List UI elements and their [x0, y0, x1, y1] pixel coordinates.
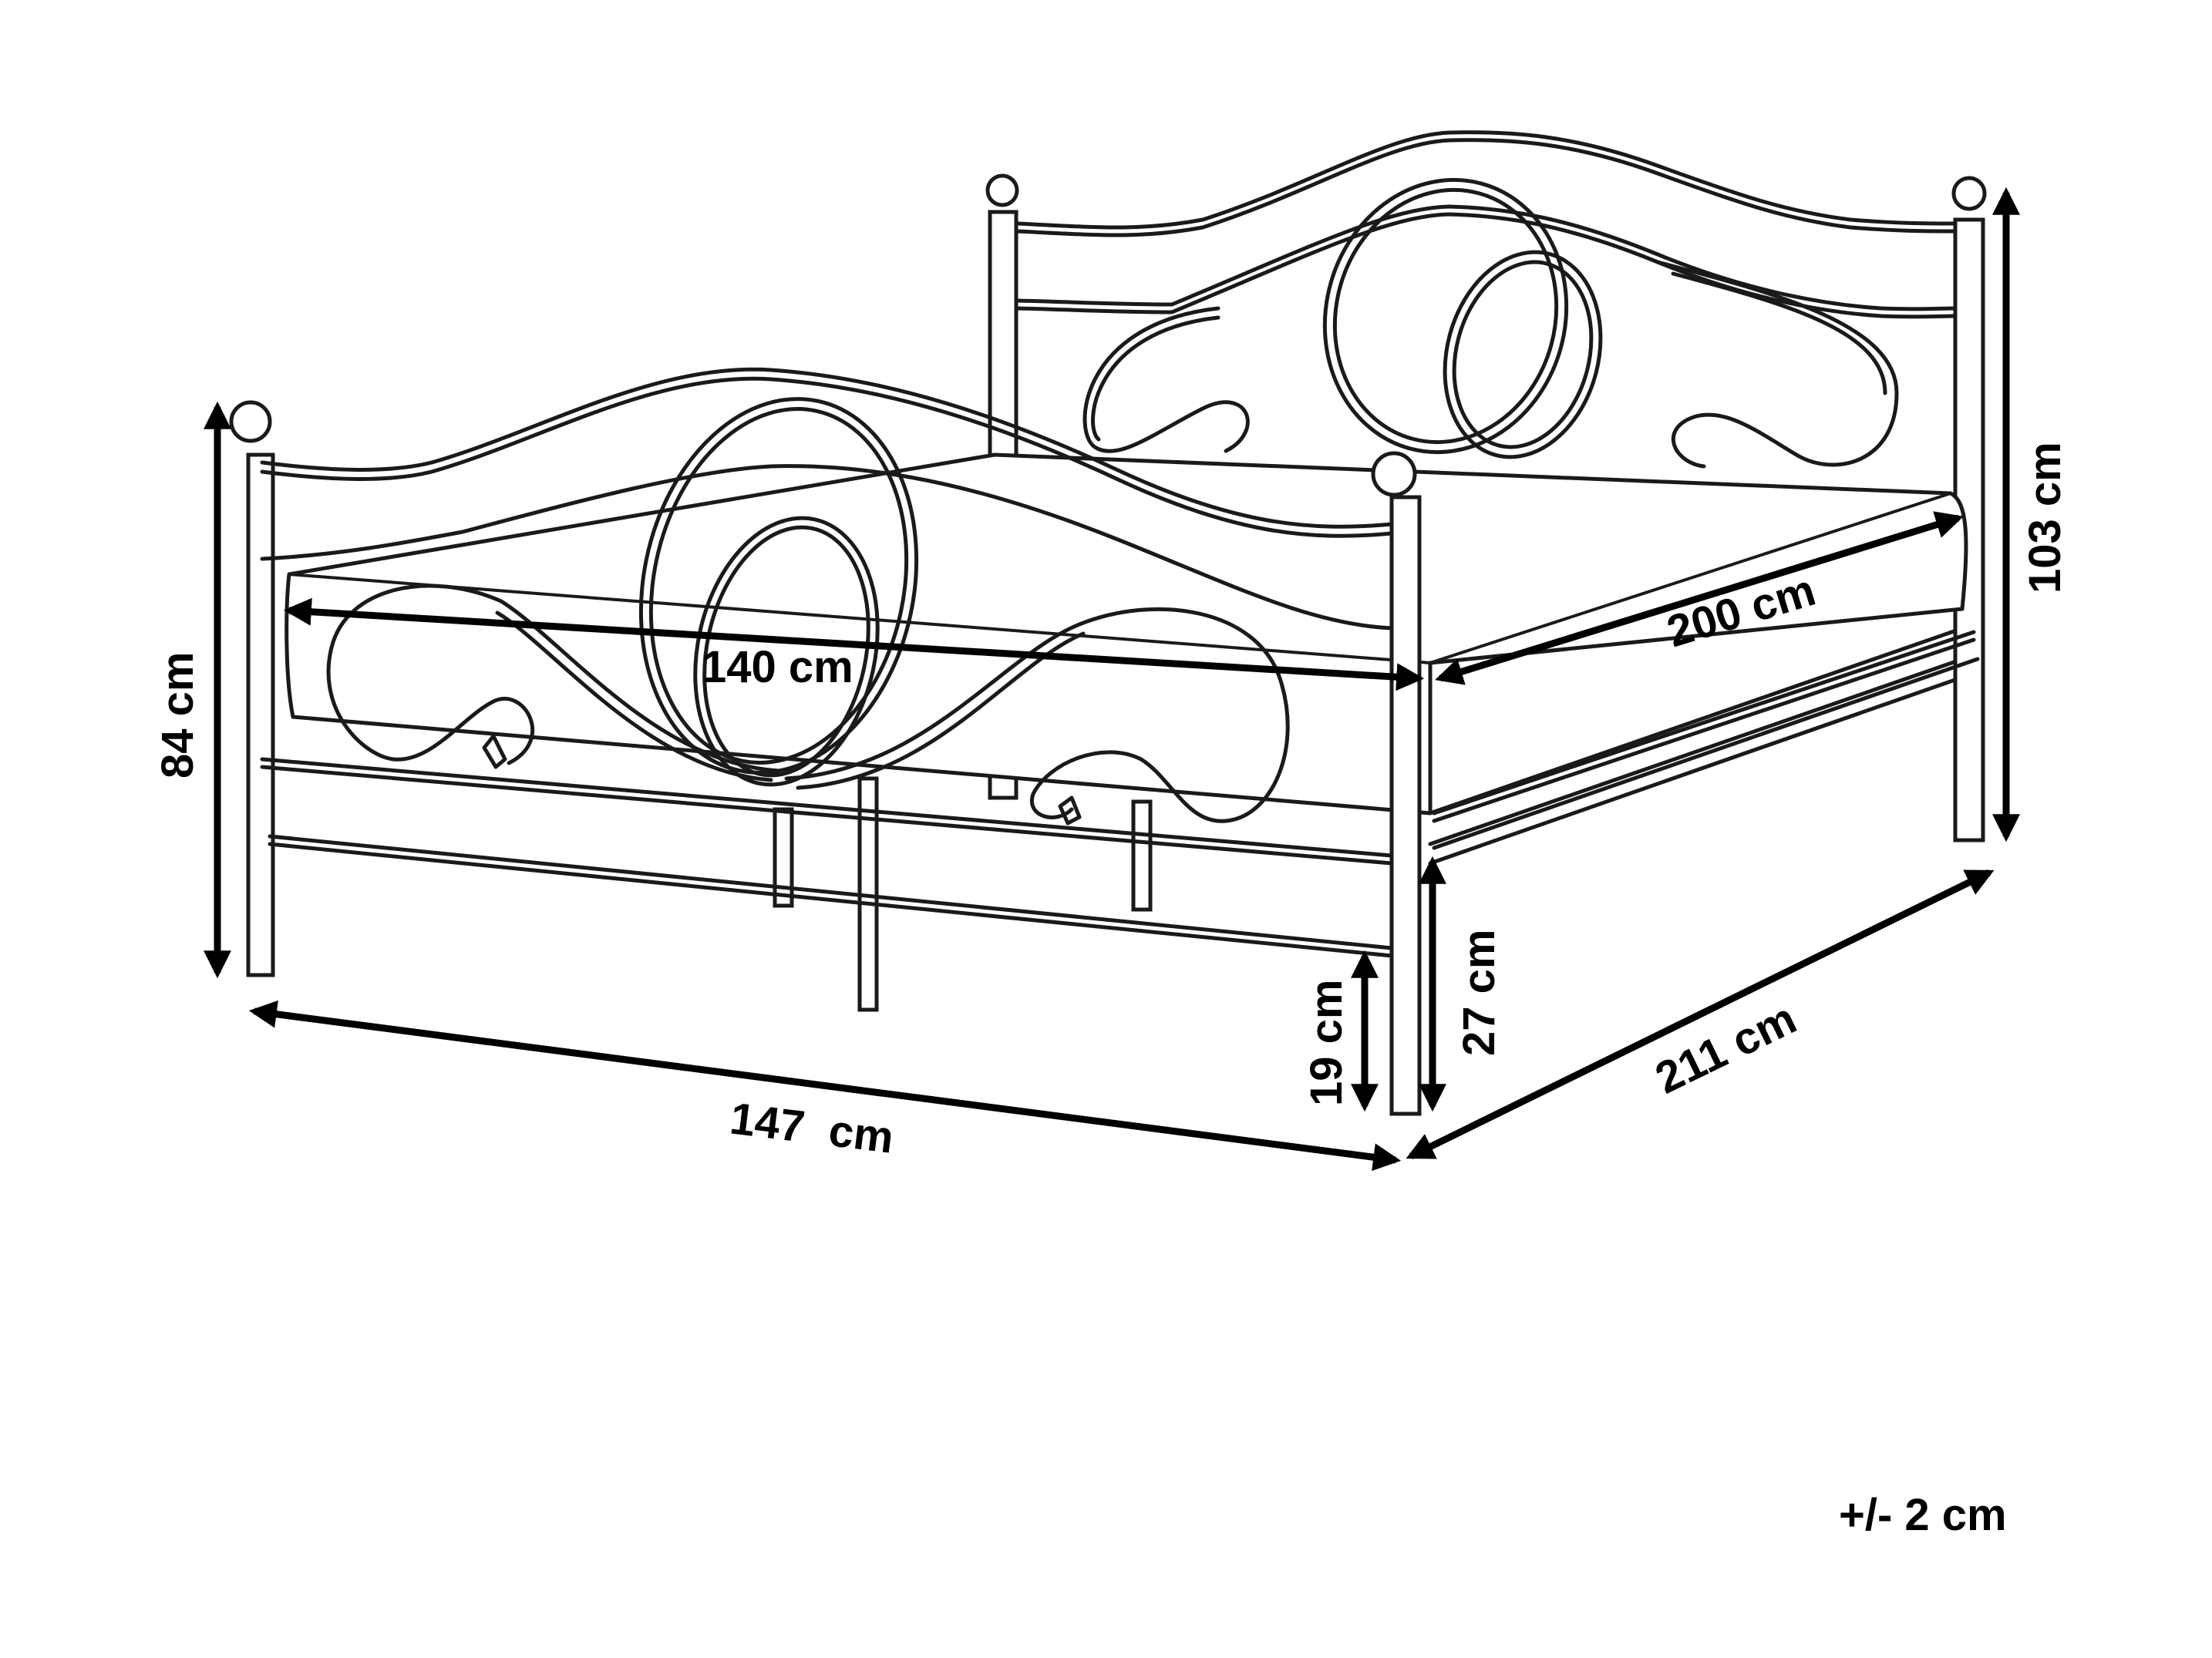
headboard-left-knob [985, 173, 1019, 207]
total-length-label: 211 cm [1648, 993, 1803, 1103]
footboard-left-knob [229, 400, 272, 443]
footboard-height-label: 84 cm [153, 652, 203, 779]
mattress-length-arrow [1435, 511, 1964, 685]
total-length-arrow [1406, 869, 1995, 1160]
headboard-height-label: 103 cm [2020, 442, 2070, 594]
tolerance-note: +/- 2 cm [1839, 1490, 2007, 1540]
total-width-arrow [248, 1000, 1402, 1172]
mattress-width-arrow [283, 597, 1425, 691]
total-width-label: 147 cm [727, 1093, 896, 1162]
mattress-width-label: 140 cm [702, 642, 853, 692]
headboard-right-post [1953, 217, 1985, 842]
footboard-right-knob [1371, 451, 1417, 497]
dimension-arrows [204, 187, 2020, 1172]
footboard-left-post [246, 452, 275, 977]
underbed-clearance-label: 19 cm [1301, 980, 1352, 1106]
frame-height-label: 27 cm [1454, 930, 1504, 1056]
footboard-right-post [1389, 495, 1422, 1116]
headboard-right-knob [1951, 176, 1987, 211]
